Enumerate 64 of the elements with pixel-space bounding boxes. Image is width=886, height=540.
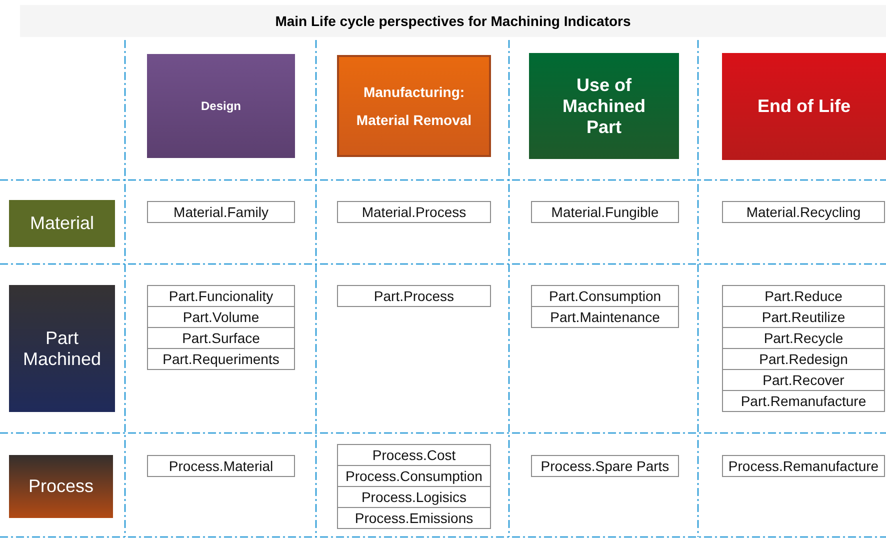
indicator-box [337,465,491,487]
title: Main Life cycle perspectives for Machining Indicators [275,13,631,29]
header-label: Part Machined [22,328,102,370]
header-label: Design [200,99,241,113]
indicator-box [337,285,491,307]
indicator-box [722,348,885,370]
indicator-box [337,444,491,466]
indicator-label: Part.Consumption [548,288,662,304]
indicator-box [147,285,295,307]
indicator-label: Process.Emissions [354,510,474,526]
indicator-label: Process.Spare Parts [540,458,670,474]
indicator-label: Process.Remanufacture [728,458,879,474]
indicator-box [722,390,885,412]
indicator-box [722,369,885,391]
indicator-box [147,306,295,328]
phase-header-box [722,53,886,160]
indicator-label: Part.Reduce [764,288,842,304]
indicator-label: Part.Recover [762,372,844,388]
indicator-label: Material.Recycling [746,204,861,220]
indicator-label: Material.Family [174,204,268,220]
indicator-label: Process.Cost [372,447,456,463]
indicator-label: Process.Material [168,458,274,474]
header-label: Process [28,476,94,497]
indicator-box [531,455,679,477]
header-label: End of Life [756,96,852,117]
indicator-label: Part.Recycle [764,330,844,346]
phase-header-box [529,53,679,159]
indicator-label: Part.Maintenance [550,309,660,325]
indicator-box [147,327,295,349]
indicator-label: Part.Surface [182,330,260,346]
indicator-box [722,285,885,307]
indicator-label: Part.Process [374,288,454,304]
indicator-box [147,455,295,477]
phase-header-box [337,55,491,157]
header-label: Material Removal [356,112,472,128]
indicator-label: Part.Requeriments [162,351,280,367]
indicator-label: Process.Logisics [361,489,467,505]
indicator-label: Part.Redesign [759,351,848,367]
category-header-box [9,285,115,412]
header-label: Manufacturing: [363,84,465,100]
indicator-label: Process.Consumption [346,468,482,484]
indicator-box [531,201,679,223]
indicator-box [722,306,885,328]
indicator-box [337,201,491,223]
header-label: Use of Machined Part [561,74,646,138]
indicator-label: Material.Process [362,204,466,220]
indicator-box [722,327,885,349]
indicator-label: Part.Reutilize [762,309,846,325]
indicator-label: Part.Funcionality [168,288,274,304]
indicator-box [722,201,885,223]
indicator-box [722,455,885,477]
indicator-box [337,486,491,508]
indicator-label: Part.Volume [182,309,260,325]
category-header-box [9,200,115,247]
indicator-label: Material.Fungible [551,204,659,220]
indicator-box [147,201,295,223]
header-label: Material [30,213,94,234]
category-header-box [9,455,113,518]
indicator-box [531,285,679,307]
phase-header-box [147,54,295,158]
indicator-box [147,348,295,370]
indicator-box [337,507,491,529]
indicator-box [531,306,679,328]
indicator-label: Part.Remanufacture [740,393,866,409]
